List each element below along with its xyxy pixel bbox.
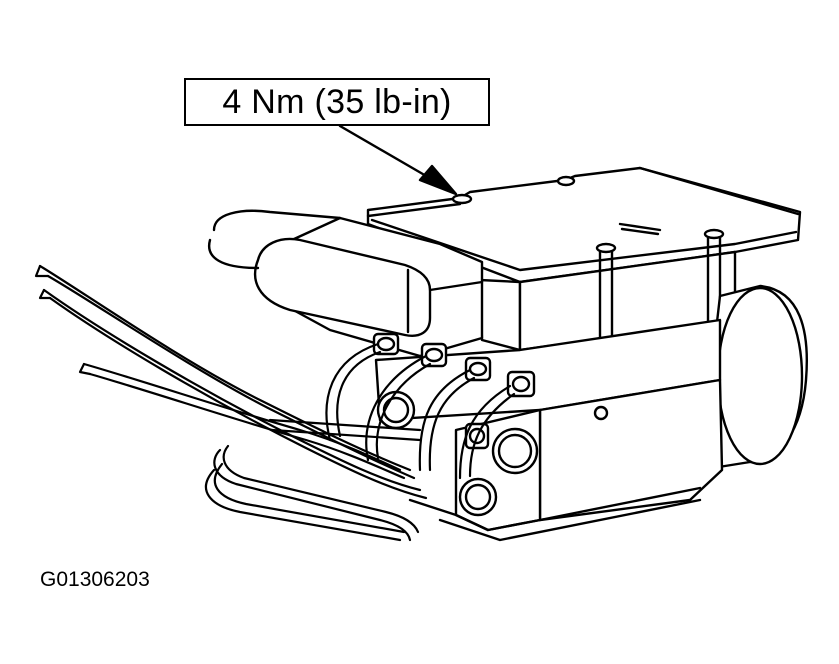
leader-arrow: [340, 126, 456, 194]
torque-label: 4 Nm (35 lb-in): [222, 82, 452, 121]
cover-screw: [453, 195, 471, 203]
tube-fittings: [374, 334, 534, 448]
module-cover: [368, 168, 800, 282]
pump-motor: [700, 286, 807, 470]
wiring-connector: [209, 211, 482, 356]
brake-lines: [36, 266, 514, 540]
mounting-hole: [595, 407, 607, 419]
figure-id: G01306203: [40, 568, 150, 591]
torque-callout: 4 Nm (35 lb-in): [184, 78, 490, 126]
brake-line-loop: [206, 464, 404, 540]
